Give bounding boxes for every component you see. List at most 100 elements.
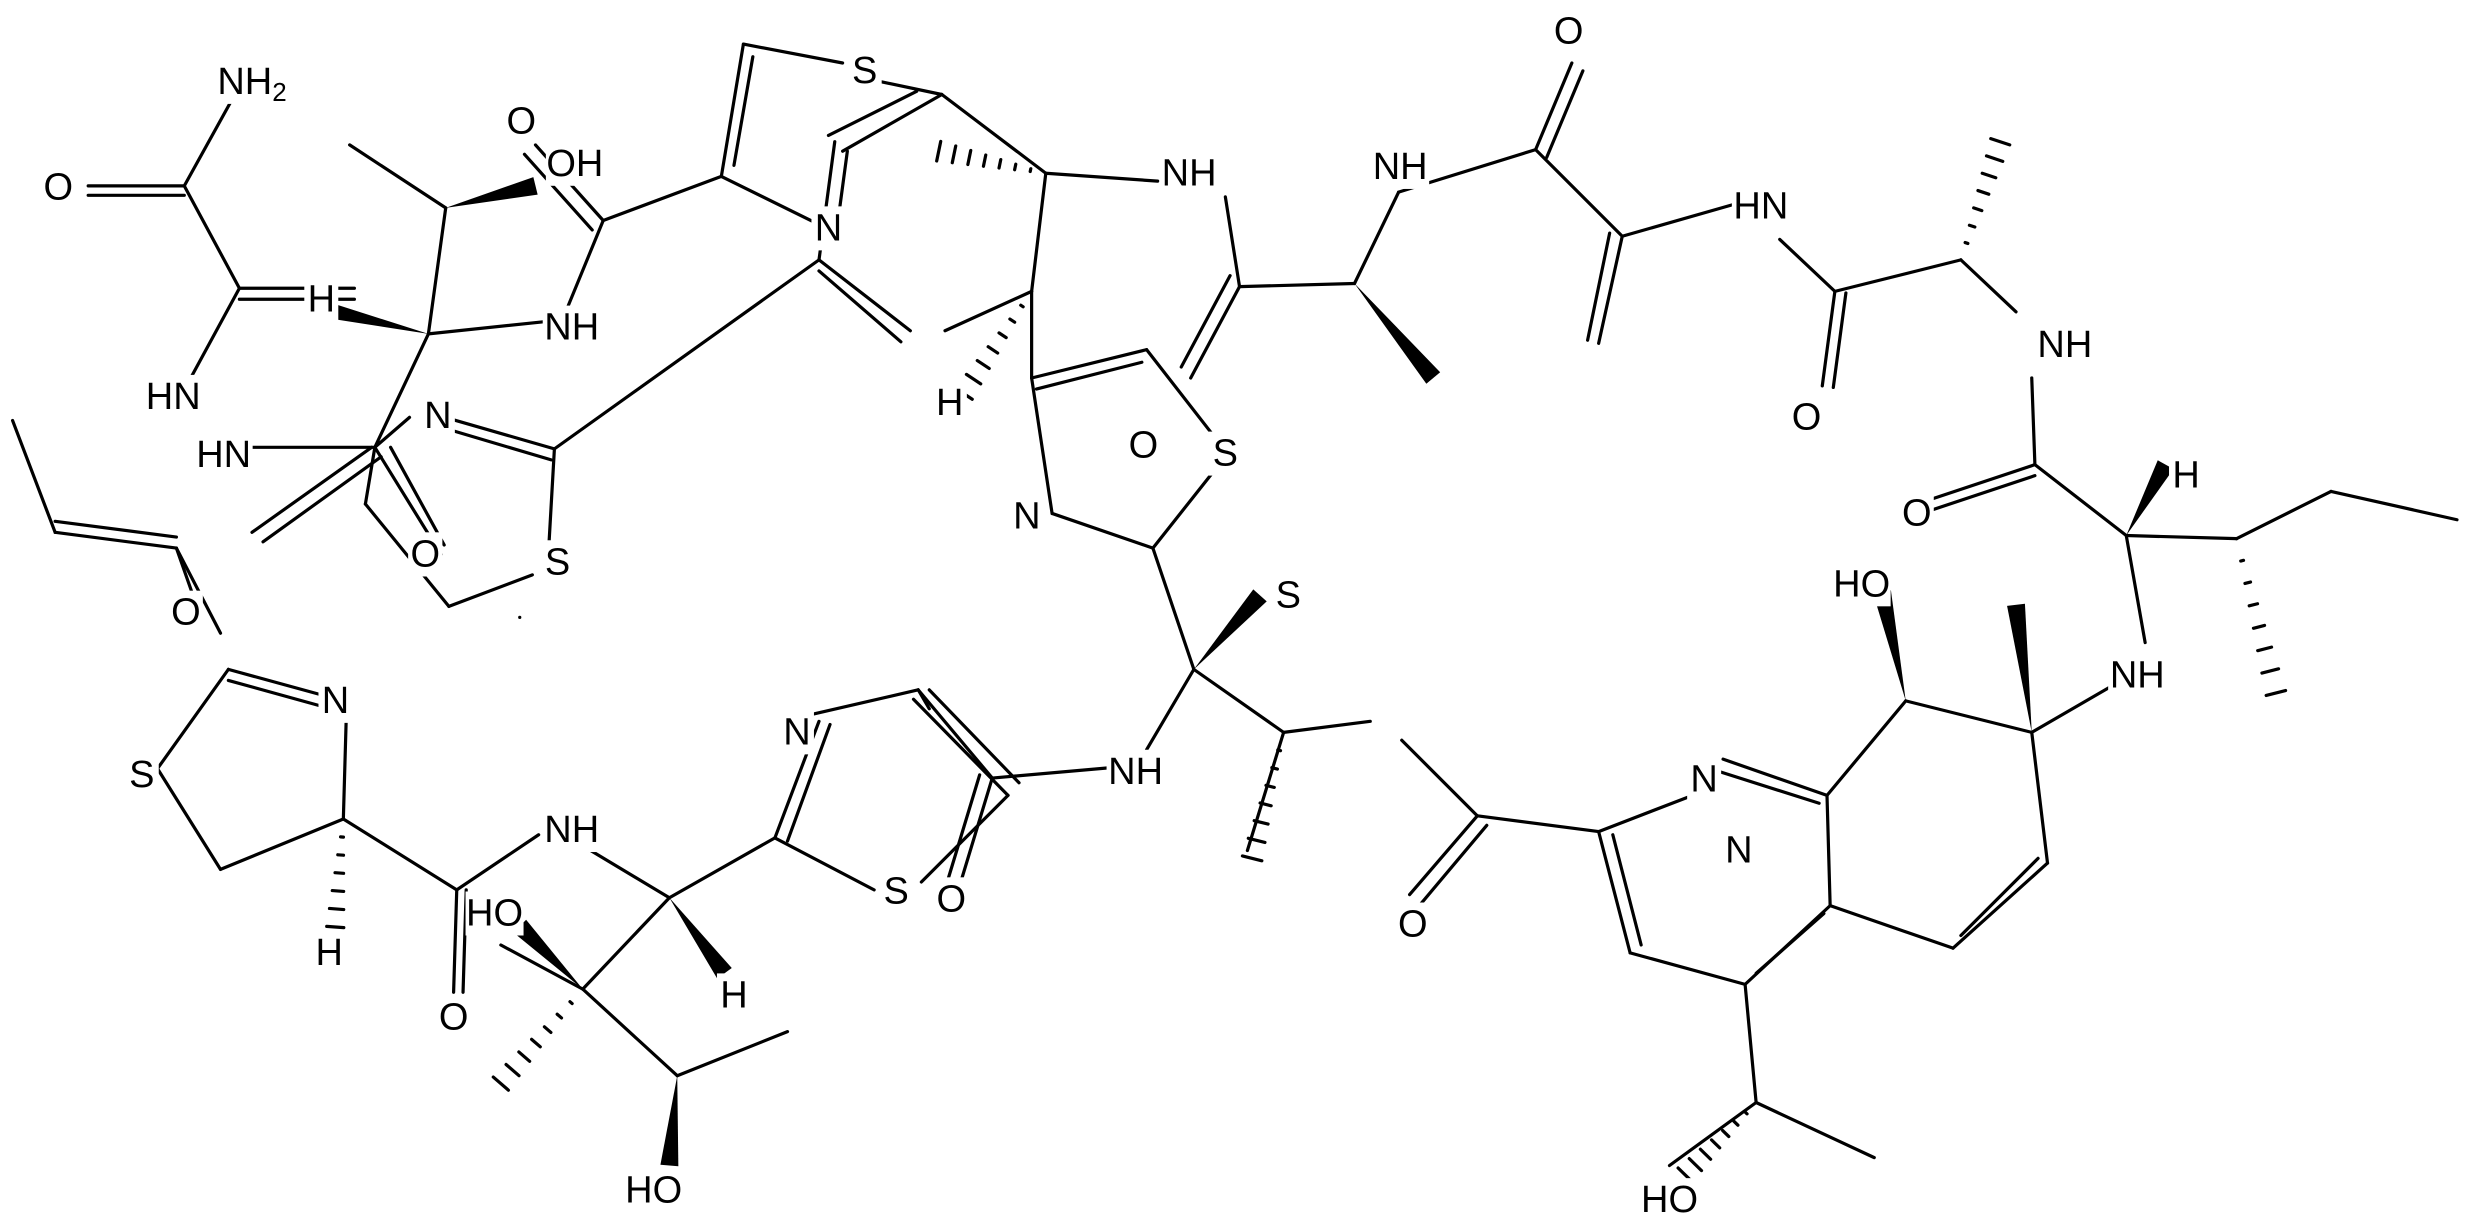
atom-label: N [783,711,810,753]
atom-label: O [43,166,73,208]
bond-line [1030,348,1149,380]
bond-line [2124,533,2239,541]
bond-line [2030,376,2037,467]
bond-line [1904,699,2034,734]
atom-label: H [2172,455,2199,497]
bond-line [261,455,383,544]
bond-line [1833,258,1963,293]
atom-label: O [410,533,440,575]
bond-layer [11,42,2459,1168]
bond-line [880,80,944,97]
bond-line [1534,148,1624,238]
atom-label: O [439,996,469,1038]
atom-label: H [315,932,342,974]
bond-line [1959,258,2018,314]
bond-line [841,92,944,153]
stereo-wedge-bond [513,919,583,990]
bond-line [1475,814,1601,834]
bond-line [448,417,557,451]
atom-label-background [194,433,253,478]
atom-label: HO [625,1170,682,1212]
atom-label: S [1213,433,1238,475]
bond-line [1030,376,1054,516]
bond-line [1192,667,1286,734]
bond-line [817,269,903,344]
bond-line [182,96,235,188]
atom-label: O [1129,425,1159,467]
atom-label-background [1271,573,1306,618]
stereo-wedge-bond [2126,460,2174,536]
bond-line [919,793,1010,884]
bond-line [1828,904,1955,950]
bond-line [1400,738,1479,818]
bond-line [1245,730,1286,853]
atom-label-background [932,381,967,426]
stereo-hash-bond [322,835,346,948]
bond-line [341,817,459,892]
bond-line [911,697,1010,797]
bond-line [187,286,241,383]
atom-label-background [879,869,914,914]
bond-line [11,418,57,534]
bond-line [218,817,345,872]
bond-line [1151,546,1196,671]
bond-line [373,415,412,449]
atom-label-background [1395,902,1430,947]
bond-line [741,42,845,65]
atom-label-background [1106,749,1165,794]
atom-label-background [542,305,601,350]
bond-line [1743,982,1758,1105]
bond-line [959,776,994,884]
atom-label: NH2 [217,61,286,107]
atom-label-background [540,540,575,585]
atom-label-background [1160,151,1219,196]
atom-label: S [129,754,154,796]
bond-line [1597,829,1632,955]
atom-label-background [1832,562,1891,607]
atom-label-background [168,590,203,635]
atom-label: HO [1641,1179,1698,1221]
atom-label: H [308,278,335,320]
atom-label-background [41,165,76,210]
atom-label-background [624,1168,683,1213]
stereo-wedge-bond [312,298,429,334]
bond-line [1419,823,1489,906]
atom-label: N [1725,830,1752,872]
atom-label: O [171,592,201,634]
bond-line [1611,833,1643,947]
bond-line [341,707,349,821]
bond-line [363,502,451,608]
atom-label: O [1398,904,1428,946]
bond-line [667,836,777,900]
atom-label-background [1208,431,1243,476]
bond-line [348,143,448,210]
bond-line [426,319,550,336]
atom-label: H [720,974,747,1016]
atom-label: NH [544,307,599,349]
bond-line [182,184,241,290]
atom-label-background [1551,9,1586,54]
bond-line [53,530,178,550]
bond-line [1044,171,1160,183]
bond-line [522,152,594,232]
atom-label-background [542,808,601,853]
atom-label-background [436,995,471,1040]
bond-line [1050,511,1155,550]
bond-line [455,833,541,892]
atom-label: N [815,207,842,249]
atom-label: N [322,680,349,722]
bond-line [2030,685,2113,734]
bond-line [916,688,931,711]
atom-label: N [1690,759,1717,801]
bond-line [601,174,723,223]
bond-line [1924,463,2037,503]
bond-line [1825,699,1908,797]
atom-label: HN [196,434,251,476]
atom-label-background [847,48,882,93]
stereo-wedge-bond [1354,283,1441,384]
bond-line [785,722,832,843]
bond-line [1352,190,1401,286]
bond-line [1585,231,1612,342]
atom-label-background [934,877,969,922]
bond-line [2234,489,2333,541]
